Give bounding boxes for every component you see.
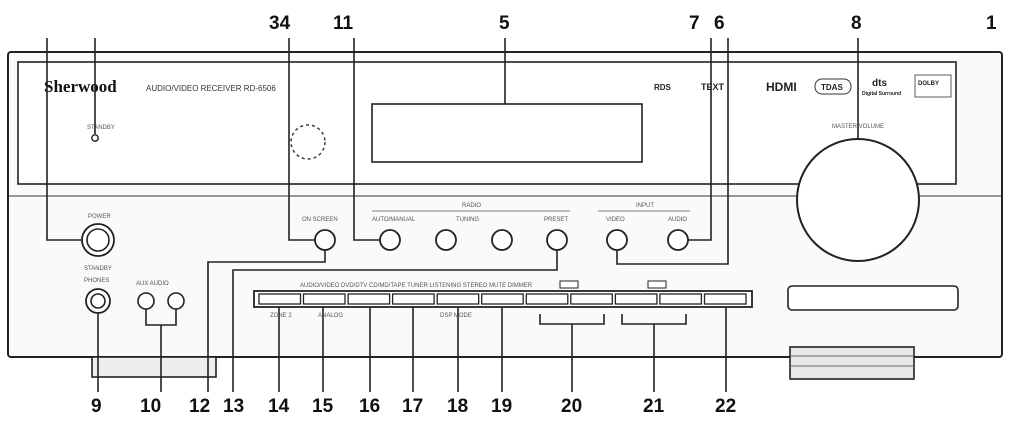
power-label: POWER <box>88 214 111 220</box>
power-sub-label: STANDBY <box>84 266 112 272</box>
teletext-logo: TEXT <box>701 82 725 92</box>
callout-10: 10 <box>140 396 161 417</box>
callout-16: 16 <box>359 396 380 417</box>
tdas-logo: TDAS <box>821 83 843 92</box>
strip-button-1[interactable] <box>258 293 302 305</box>
radio-label: RADIO <box>462 203 481 209</box>
on-screen-label: ON SCREEN <box>302 217 338 223</box>
callout-15: 15 <box>312 396 334 417</box>
dts-sub-logo: Digital Surround <box>862 91 901 97</box>
remote-sensor <box>290 124 326 160</box>
tdas-logo-frame <box>814 78 852 95</box>
input-label: INPUT <box>636 203 654 209</box>
strip-button-9[interactable] <box>614 293 658 305</box>
tuning-label: TUNING <box>456 217 479 223</box>
callout-14: 14 <box>268 396 290 417</box>
audio-input-button[interactable] <box>667 229 689 251</box>
dsp-mode-label: DSP MODE <box>440 313 472 319</box>
video-label: VIDEO <box>606 217 625 223</box>
strip-button-2[interactable] <box>302 293 346 305</box>
auto-manual-button[interactable] <box>379 229 401 251</box>
callout-5: 5 <box>499 13 510 34</box>
rds-logo: RDS <box>654 83 672 92</box>
strip-button-7[interactable] <box>525 293 569 305</box>
strip-buttons <box>258 293 747 305</box>
dts-logo: dts <box>872 78 887 89</box>
master-volume-knob[interactable] <box>796 138 920 262</box>
callout-9: 9 <box>91 396 102 417</box>
callout-11: 11 <box>333 13 354 34</box>
leader-lines <box>46 38 859 392</box>
preset-label: PRESET <box>544 217 568 223</box>
card-slot <box>787 285 959 311</box>
strip-button-6[interactable] <box>481 293 524 305</box>
standby-indicator <box>91 134 99 142</box>
audio-label: AUDIO <box>668 217 687 223</box>
aux-label: AUX AUDIO <box>136 281 169 287</box>
tuning-up-button[interactable] <box>491 229 513 251</box>
callout-20: 20 <box>561 396 582 417</box>
strip-label: AUDIO/VIDEO DVD/DTV CD/MD/TAPE TUNER LIS… <box>300 283 533 289</box>
strip-button-4[interactable] <box>391 293 435 305</box>
strip-button-11[interactable] <box>703 293 747 305</box>
on-screen-button[interactable] <box>314 229 336 251</box>
callout-7: 7 <box>689 13 700 34</box>
callout-19: 19 <box>491 396 512 417</box>
display-window <box>371 103 643 163</box>
strip-button-10[interactable] <box>659 293 703 305</box>
dolby-logo: DOLBY <box>918 81 939 87</box>
callout-13: 13 <box>223 396 244 417</box>
callout-17: 17 <box>402 396 423 417</box>
phones-jack[interactable] <box>90 293 106 309</box>
callout-1: 1 <box>986 13 997 34</box>
indicator-left <box>559 280 579 289</box>
callout-12: 12 <box>189 396 210 417</box>
analog-label: ANALOG <box>318 313 343 319</box>
callout-21: 21 <box>643 396 665 417</box>
hdmi-logo: HDMI <box>766 80 797 94</box>
strip-button-8[interactable] <box>570 293 613 305</box>
power-button[interactable] <box>86 228 110 252</box>
dolby-logo-frame <box>914 74 952 98</box>
strip-button-5[interactable] <box>436 293 480 305</box>
callout-6: 6 <box>714 13 725 34</box>
callout-8: 8 <box>851 13 862 34</box>
callout-34: 34 <box>269 13 291 34</box>
phones-label: PHONES <box>84 278 109 284</box>
aux-jack-left[interactable] <box>137 292 155 310</box>
preset-button[interactable] <box>546 229 568 251</box>
aux-jack-right[interactable] <box>167 292 185 310</box>
zone-label: ZONE 2 <box>270 313 292 319</box>
auto-manual-label: AUTO/MANUAL <box>372 217 416 223</box>
left-foot <box>91 356 217 378</box>
model-text: AUDIO/VIDEO RECEIVER RD-6506 <box>146 84 276 93</box>
strip-button-3[interactable] <box>347 293 391 305</box>
video-input-button[interactable] <box>606 229 628 251</box>
callout-22: 22 <box>715 396 736 417</box>
brand-logo: Sherwood <box>44 77 117 96</box>
callout-18: 18 <box>447 396 468 417</box>
standby-label: STANDBY <box>87 125 115 131</box>
right-foot <box>789 346 915 380</box>
tuning-down-button[interactable] <box>435 229 457 251</box>
indicator-right <box>647 280 667 289</box>
